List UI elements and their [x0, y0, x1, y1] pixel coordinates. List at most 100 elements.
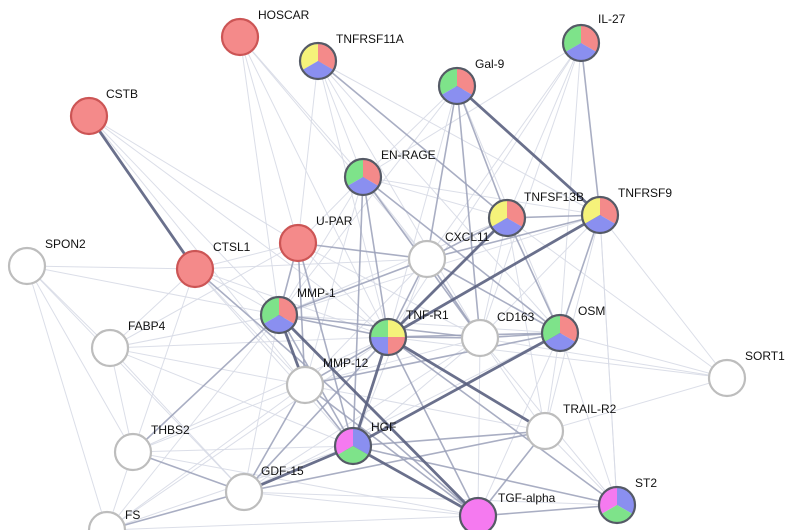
- node-fill-cd163: [462, 320, 498, 356]
- node-tnfrsf9[interactable]: TNFRSF9: [580, 186, 672, 235]
- node-label-sort1: SORT1: [745, 349, 785, 363]
- edge-osm-mmp12: [304, 332, 561, 386]
- edge-gal9-mmp1: [278, 85, 458, 316]
- edge-sort1-osm: [559, 332, 728, 379]
- node-label-ctsl1: CTSL1: [213, 240, 251, 254]
- node-tnfsf13b[interactable]: TNFSF13B: [487, 190, 584, 238]
- node-label-hoscar: HOSCAR: [258, 8, 310, 22]
- edge-gdf15-fs: [106, 491, 245, 530]
- node-ring-fs: [87, 510, 127, 530]
- edge-il27-enrage: [362, 42, 582, 178]
- edge-spon2-fabp4: [26, 265, 111, 349]
- node-st2[interactable]: ST2: [597, 476, 657, 525]
- edge-fabp4-hgf: [109, 347, 354, 447]
- node-label-fs: FS: [125, 508, 140, 522]
- node-cstb[interactable]: CSTB: [69, 87, 138, 136]
- node-mmp1[interactable]: MMP-1: [259, 286, 336, 335]
- node-hgf[interactable]: HGF: [333, 420, 396, 466]
- edge-enrage-osm: [362, 176, 561, 334]
- edge-upar-mmp12: [297, 242, 306, 386]
- node-tnfr1[interactable]: TNF-R1: [368, 308, 449, 357]
- edge-mmp1-osm: [278, 314, 561, 334]
- node-sector-tnfr1-0: [388, 319, 406, 337]
- edge-tnfr1-tgfalpha: [387, 336, 479, 517]
- node-ring-spon2: [7, 246, 47, 286]
- node-ring-fabp4: [90, 328, 130, 368]
- edge-mmp12-gdf15: [243, 384, 306, 493]
- edge-thbs2-mmp1: [132, 314, 280, 453]
- edge-cxcl11-mmp1: [278, 258, 428, 316]
- node-sort1[interactable]: SORT1: [707, 349, 785, 398]
- edge-thbs2-ctsl1: [132, 268, 196, 453]
- node-tnfrsf11a[interactable]: TNFRSF11A: [298, 32, 404, 81]
- edge-il27-cxcl11: [426, 42, 582, 260]
- node-gal9[interactable]: Gal-9: [437, 57, 505, 106]
- node-fill-mmp12: [287, 367, 323, 403]
- node-trailr2[interactable]: TRAIL-R2: [525, 402, 617, 451]
- node-ring-osm: [540, 313, 580, 353]
- edge-tnfrsf11a-enrage: [317, 60, 364, 178]
- node-spon2[interactable]: SPON2: [7, 237, 86, 286]
- node-label-tnfrsf9: TNFRSF9: [618, 186, 672, 200]
- edge-il27-tnfsf13b: [506, 42, 582, 219]
- node-ring-sort1: [707, 358, 747, 398]
- node-sector-gal9-2: [441, 86, 473, 105]
- edge-spon2-thbs2: [26, 265, 134, 453]
- node-fill-thbs2: [115, 434, 151, 470]
- edge-tnfsf13b-cd163: [479, 217, 508, 339]
- edge-gdf15-osm: [243, 332, 561, 493]
- node-label-tnfrsf11a: TNFRSF11A: [336, 32, 404, 46]
- node-label-gdf15: GDF-15: [261, 464, 304, 478]
- edge-hoscar-mmp1: [239, 36, 280, 316]
- node-label-enrage: EN-RAGE: [381, 148, 436, 162]
- node-ring-hoscar: [220, 17, 260, 57]
- edge-gal9-cxcl11: [426, 85, 458, 260]
- node-ring-tnfr1: [368, 317, 408, 357]
- node-fabp4[interactable]: FABP4: [90, 319, 166, 368]
- edge-il27-tnfr1: [387, 42, 582, 338]
- node-label-osm: OSM: [578, 304, 605, 318]
- edge-enrage-tnfsf13b: [362, 176, 508, 219]
- edge-gdf15-trailr2: [243, 430, 546, 493]
- node-label-gal9: Gal-9: [475, 57, 505, 71]
- node-cd163[interactable]: CD163: [460, 310, 535, 358]
- node-il27[interactable]: IL-27: [561, 12, 626, 63]
- edge-tnfrsf11a-upar: [297, 60, 319, 244]
- node-ring-enrage: [343, 157, 383, 197]
- edge-spon2-mmp1: [26, 265, 280, 316]
- edge-hoscar-upar: [239, 36, 299, 244]
- node-cxcl11[interactable]: CXCL11: [407, 230, 490, 279]
- node-gdf15[interactable]: GDF-15: [224, 464, 304, 512]
- node-ctsl1[interactable]: CTSL1: [175, 240, 251, 289]
- node-thbs2[interactable]: THBS2: [113, 423, 190, 472]
- edge-il27-cd163: [479, 42, 582, 339]
- node-osm[interactable]: OSM: [540, 304, 605, 353]
- node-fill-trailr2: [527, 413, 563, 449]
- node-enrage[interactable]: EN-RAGE: [343, 148, 436, 197]
- node-label-tnfr1: TNF-R1: [406, 308, 449, 322]
- edge-tgfalpha-cd163: [477, 337, 481, 517]
- node-label-spon2: SPON2: [45, 237, 86, 251]
- edge-cstb-tnfr1: [88, 115, 389, 338]
- node-upar[interactable]: U-PAR: [278, 214, 353, 263]
- edge-cxcl11-osm: [426, 258, 561, 334]
- edge-hoscar-enrage: [239, 36, 364, 178]
- node-tgfalpha[interactable]: TGF-alpha: [458, 491, 556, 530]
- edge-st2-gdf15: [243, 491, 618, 506]
- edge-spon2-fs: [26, 265, 108, 530]
- node-hoscar[interactable]: HOSCAR: [220, 8, 310, 57]
- node-fs[interactable]: FS: [87, 508, 140, 530]
- edge-gal9-enrage: [362, 85, 458, 178]
- node-fill-gdf15: [226, 474, 262, 510]
- node-label-trailr2: TRAIL-R2: [563, 402, 617, 416]
- node-sector-enrage-2: [347, 177, 379, 196]
- edge-ctsl1-mmp12: [194, 268, 306, 386]
- node-label-cxcl11: CXCL11: [445, 230, 490, 244]
- edge-fs-mmp1: [106, 314, 280, 530]
- edge-sort1-tnfsf13b: [506, 217, 728, 379]
- node-sector-st2-2: [601, 505, 633, 523]
- node-mmp12[interactable]: MMP-12: [285, 356, 369, 405]
- node-label-upar: U-PAR: [316, 214, 353, 228]
- edge-thbs2-mmp12: [132, 384, 306, 453]
